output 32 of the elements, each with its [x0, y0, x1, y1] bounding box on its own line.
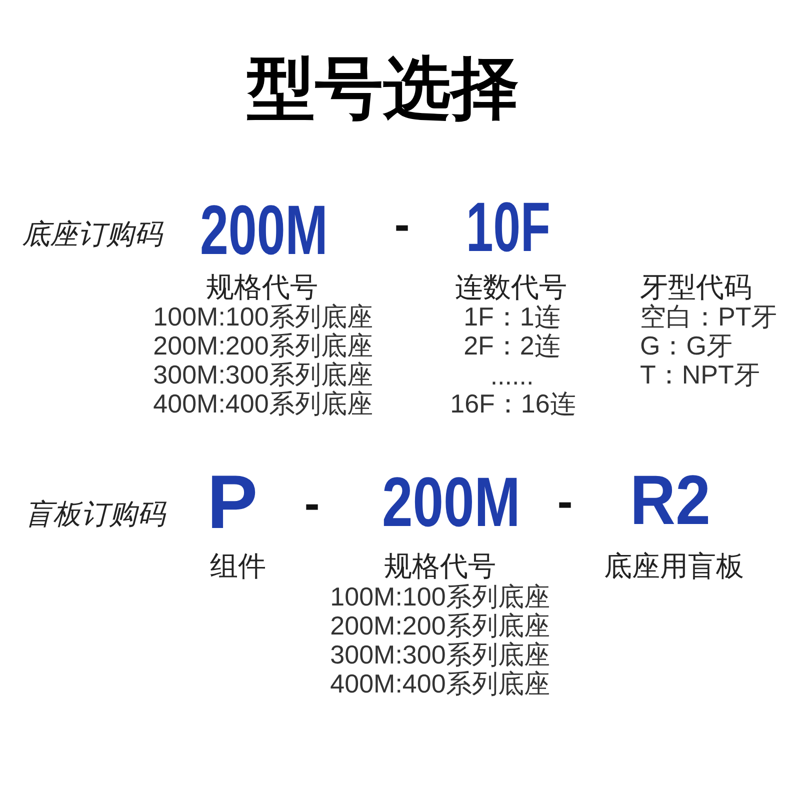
option-text: 空白：PT牙	[640, 302, 778, 332]
option-text: ......	[490, 362, 534, 390]
code-label: 200M	[200, 195, 328, 265]
separator-dash: -	[394, 201, 410, 247]
option-text: 100M:100系列底座	[330, 582, 550, 612]
option-text: 16F：16连	[450, 390, 576, 418]
option-text: G：G牙	[640, 332, 732, 360]
option-text: T：NPT牙	[640, 360, 760, 390]
order-code-label: 盲板订购码	[25, 500, 165, 530]
title: 型号选择	[247, 52, 519, 128]
column-heading: 规格代号	[206, 272, 318, 304]
separator-dash: -	[304, 480, 320, 526]
option-text: 400M:400系列底座	[153, 390, 373, 418]
column-heading: 规格代号	[384, 552, 496, 582]
code-label: R2	[630, 465, 711, 535]
option-text: 300M:300系列底座	[153, 360, 373, 390]
separator-dash: -	[557, 478, 573, 524]
column-heading: 底座用盲板	[604, 552, 744, 582]
code-label: 200M	[382, 467, 520, 537]
column-heading: 牙型代码	[640, 272, 752, 304]
option-text: 400M:400系列底座	[330, 670, 550, 698]
option-text: 200M:200系列底座	[330, 612, 550, 640]
column-heading: 连数代号	[455, 272, 567, 304]
code-label: 10F	[466, 192, 550, 262]
option-text: 300M:300系列底座	[330, 640, 550, 670]
column-heading: 组件	[210, 552, 266, 582]
code-label: P	[207, 465, 258, 541]
option-text: 100M:100系列底座	[153, 302, 373, 332]
option-text: 2F：2连	[464, 332, 560, 360]
order-code-label: 底座订购码	[22, 220, 162, 250]
option-text: 1F：1连	[464, 302, 560, 332]
option-text: 200M:200系列底座	[153, 332, 373, 360]
